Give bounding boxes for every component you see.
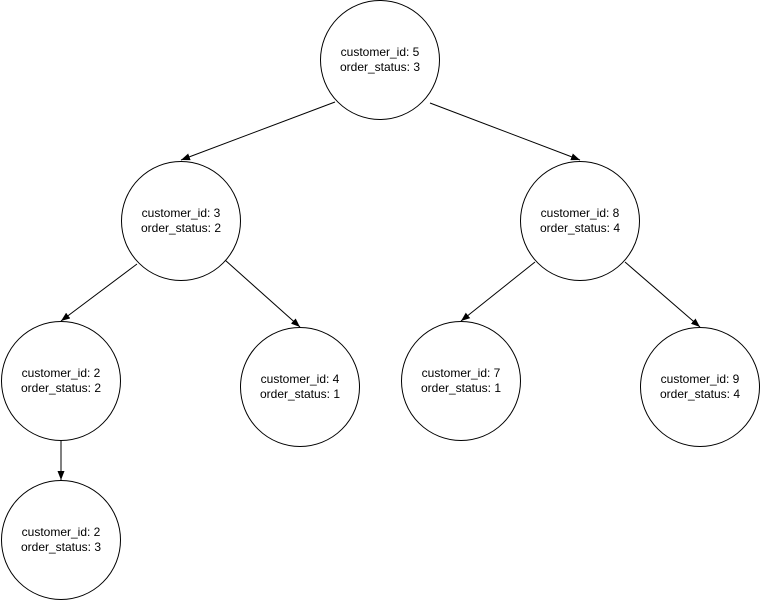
- node-customer-id: customer_id: 8: [540, 206, 620, 220]
- tree-node: customer_id: 3 order_status: 2: [121, 161, 241, 281]
- edges: [57, 101, 701, 480]
- node-customer-id: customer_id: 3: [141, 206, 221, 220]
- node-order-status: order_status: 2: [20, 381, 102, 395]
- tree-node: customer_id: 5 order_status: 3: [320, 0, 440, 120]
- node-order-status: order_status: 2: [140, 221, 222, 235]
- node-customer-id: customer_id: 2: [21, 525, 101, 539]
- node-customer-id: customer_id: 5: [340, 45, 420, 59]
- tree-node: customer_id: 2 order_status: 2: [1, 321, 121, 441]
- node-order-status: order_status: 4: [539, 221, 621, 235]
- node-order-status: order_status: 4: [659, 387, 741, 401]
- edge-arrow: [224, 259, 301, 328]
- node-customer-id: customer_id: 7: [421, 366, 501, 380]
- tree-node: customer_id: 2 order_status: 3: [1, 480, 121, 600]
- node-order-status: order_status: 3: [339, 60, 421, 74]
- node-order-status: order_status: 1: [420, 381, 502, 395]
- tree-node: customer_id: 9 order_status: 4: [640, 327, 760, 447]
- edge-arrow: [624, 261, 701, 328]
- tree-node: customer_id: 8 order_status: 4: [520, 161, 640, 281]
- edge-arrow: [180, 101, 336, 161]
- tree-node: customer_id: 4 order_status: 1: [240, 327, 360, 447]
- node-customer-id: customer_id: 9: [660, 372, 740, 386]
- tree-node: customer_id: 7 order_status: 1: [401, 321, 521, 441]
- node-order-status: order_status: 3: [20, 540, 102, 554]
- edge-arrow: [460, 261, 536, 322]
- node-customer-id: customer_id: 4: [260, 372, 340, 386]
- edge-arrow: [429, 102, 581, 161]
- node-order-status: order_status: 1: [259, 387, 341, 401]
- edge-arrow: [60, 263, 138, 322]
- node-customer-id: customer_id: 2: [21, 366, 101, 380]
